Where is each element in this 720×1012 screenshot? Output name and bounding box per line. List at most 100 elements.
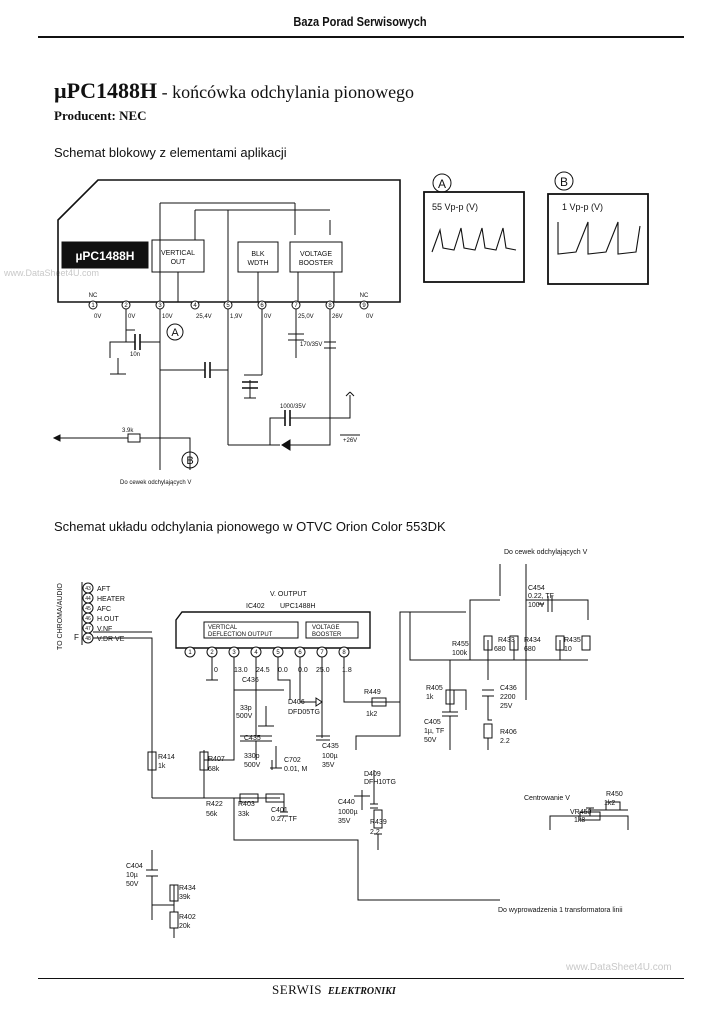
r414 (147, 751, 157, 771)
scope-a (423, 191, 525, 283)
svg-text:0V: 0V (264, 314, 271, 320)
svg-text:8: 8 (328, 303, 332, 309)
chip-label: µPC1488H (76, 249, 135, 263)
svg-text:1,9V: 1,9V (230, 314, 242, 320)
svg-text:C436: C436 (242, 677, 259, 684)
svg-text:0V: 0V (128, 314, 135, 320)
svg-text:25.0: 25.0 (316, 667, 330, 674)
connector-f: F (74, 633, 79, 642)
svg-text:2200: 2200 (500, 694, 516, 701)
pin-nc-9: NC (360, 293, 369, 299)
svg-text:C454: C454 (528, 585, 545, 592)
header-title: Baza Porad Serwisowych (293, 14, 427, 29)
svg-text:R450: R450 (606, 791, 623, 798)
svg-text:25,0V: 25,0V (298, 314, 314, 320)
svg-text:330p: 330p (244, 753, 260, 760)
svg-text:1k: 1k (426, 694, 434, 701)
ic-part: UPC1488H (280, 603, 315, 610)
side-label: TO CHROMA/AUDIO (57, 583, 64, 650)
pin-nc-1: NC (89, 293, 98, 299)
probe-a: A (171, 327, 179, 339)
svg-text:680: 680 (524, 646, 536, 653)
svg-text:33p: 33p (240, 705, 252, 712)
ic-pins (184, 646, 350, 658)
svg-text:6: 6 (298, 650, 302, 656)
svg-text:1: 1 (91, 303, 95, 309)
connector-pins (82, 582, 94, 644)
scope-a-trace (431, 227, 517, 253)
svg-text:56k: 56k (206, 811, 218, 818)
svg-text:V.NF: V.NF (97, 626, 112, 633)
svg-text:A: A (438, 177, 446, 191)
footer-rule (38, 978, 684, 979)
svg-text:5: 5 (276, 650, 280, 656)
svg-text:3: 3 (232, 650, 236, 656)
svg-text:50V: 50V (126, 881, 139, 888)
svg-text:DEFLECTION OUTPUT: DEFLECTION OUTPUT (208, 632, 273, 638)
svg-text:0V: 0V (94, 314, 101, 320)
svg-text:1µ, TF: 1µ, TF (424, 728, 444, 735)
svg-text:1.8: 1.8 (342, 667, 352, 674)
block-diagram: µPC1488H VERTICAL OUT BLK WDTH VOLTAGE B… (52, 171, 649, 486)
svg-text:H.OUT: H.OUT (97, 616, 120, 623)
svg-text:AFC: AFC (97, 606, 111, 613)
c10n-label: 10n (130, 352, 140, 358)
svg-text:50V: 50V (424, 737, 437, 744)
svg-text:WDTH: WDTH (248, 260, 269, 267)
svg-text:1k2: 1k2 (604, 800, 615, 807)
ic-ref: IC402 (246, 603, 265, 610)
svg-text:9: 9 (362, 303, 366, 309)
to-coils-right: Do cewek odchylających V (504, 549, 588, 556)
svg-text:100V: 100V (528, 602, 545, 609)
svg-text:B: B (560, 175, 568, 189)
block-voltage-booster (289, 241, 343, 273)
svg-text:33k: 33k (238, 811, 250, 818)
svg-text:20k: 20k (179, 923, 191, 930)
svg-text:R449: R449 (364, 689, 381, 696)
probe-b: B (186, 455, 193, 467)
svg-text:C405: C405 (424, 719, 441, 726)
scope-b-trace (557, 221, 641, 255)
svg-text:24.5: 24.5 (256, 667, 270, 674)
svg-text:R402: R402 (179, 914, 196, 921)
svg-text:R405: R405 (426, 685, 443, 692)
r3k9-label: 3.9k (122, 428, 134, 434)
svg-text:4: 4 (193, 303, 197, 309)
svg-text:7: 7 (320, 650, 324, 656)
svg-text:C435: C435 (322, 743, 339, 750)
svg-text:500V: 500V (244, 762, 261, 769)
svg-text:C436: C436 (500, 685, 517, 692)
ic-block-2 (305, 621, 359, 639)
svg-text:26V: 26V (332, 314, 343, 320)
ic-outline (175, 611, 371, 649)
watermark-left: www.DataSheet4U.com (4, 268, 100, 278)
r402 (169, 911, 179, 929)
chip-outline (57, 179, 401, 303)
svg-text:2.2: 2.2 (370, 829, 380, 836)
svg-text:5: 5 (226, 303, 230, 309)
svg-text:2: 2 (124, 303, 128, 309)
svg-text:C702: C702 (284, 757, 301, 764)
scope-a-label: 55 Vp-p (V) (432, 202, 478, 212)
watermark-right: www.DataSheet4U.com (566, 962, 672, 973)
svg-text:46: 46 (85, 616, 91, 622)
svg-text:R403: R403 (238, 801, 255, 808)
c170-label: 170/35V (300, 342, 322, 348)
svg-text:R434: R434 (179, 885, 196, 892)
chip-label-box (61, 241, 149, 269)
centering-label: Centrowanie V (524, 795, 570, 802)
svg-text:0.01, M: 0.01, M (284, 766, 308, 773)
svg-text:0V: 0V (366, 314, 373, 320)
svg-text:0: 0 (214, 667, 218, 674)
svg-text:C404: C404 (126, 863, 143, 870)
svg-text:48: 48 (85, 636, 91, 642)
svg-text:VERTICAL: VERTICAL (208, 625, 238, 631)
block-voltage-booster-label: VOLTAGE (300, 251, 332, 258)
svg-text:68k: 68k (208, 766, 220, 773)
svg-text:D406: D406 (288, 699, 305, 706)
scope-b-marker (554, 171, 574, 191)
section-title-schematic: Schemat układu odchylania pionowego w OT… (54, 519, 446, 534)
svg-text:10µ: 10µ (126, 872, 138, 879)
